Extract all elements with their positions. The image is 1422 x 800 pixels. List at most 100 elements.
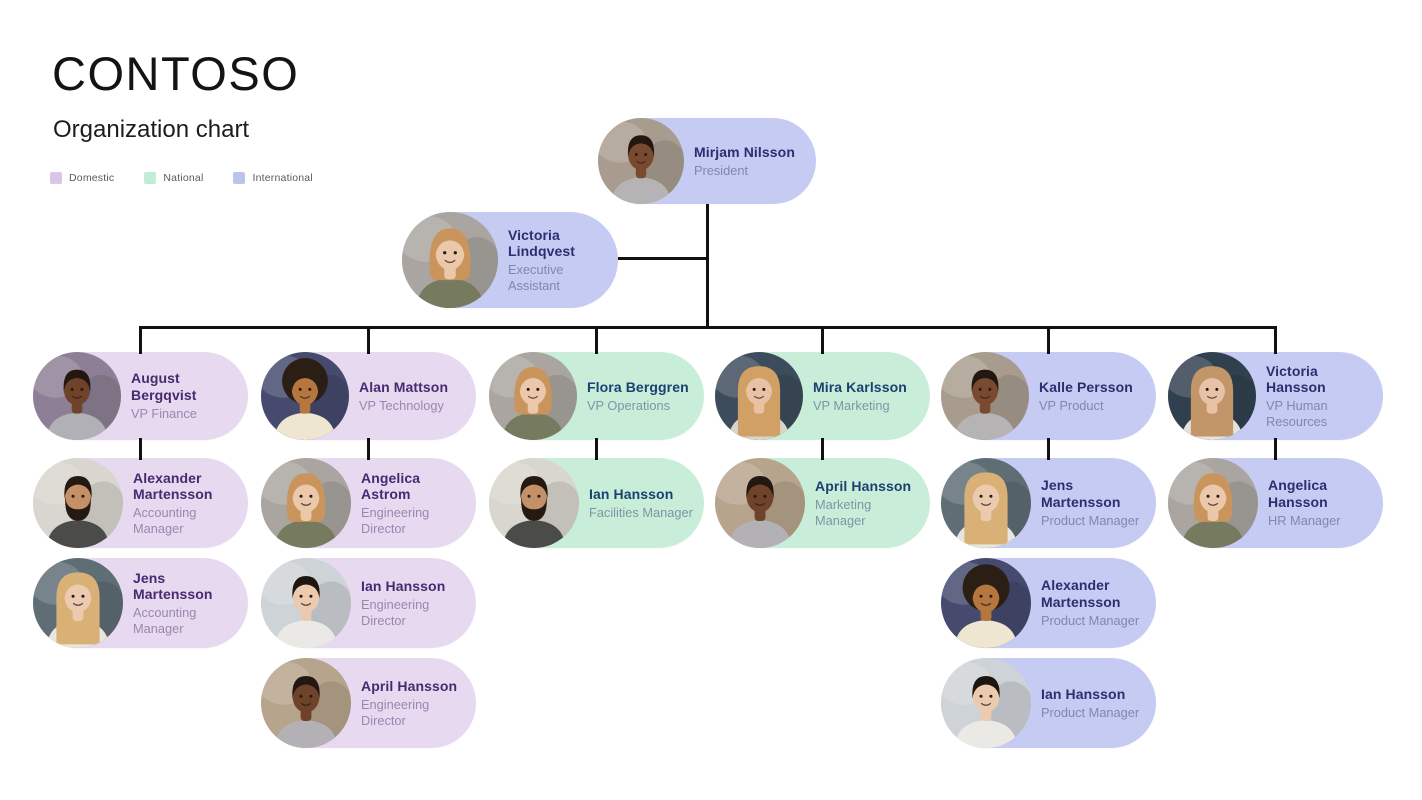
person-photo [941,658,1031,748]
person-title: President [694,162,749,178]
connector-line [821,438,824,460]
person-title: Facilities Manager [589,504,693,520]
person-photo [261,458,351,548]
person-title: Product Manager [1041,512,1140,528]
person-title: VP Marketing [813,397,890,413]
person-photo [33,352,121,440]
legend-label: International [252,172,313,184]
connector-line [1274,438,1277,460]
person-photo [941,352,1029,440]
brand-title: CONTOSO [52,47,300,100]
person-photo [33,458,123,548]
legend-chip-national [144,172,157,184]
person-name: Alexander Martensson [133,469,213,502]
person-name: Alexander Martensson [1041,577,1121,610]
person-photo [33,558,123,648]
connector-line [618,257,707,260]
person-photo [715,458,805,548]
person-photo [1168,352,1256,440]
person-title: Executive Assistant [508,262,564,293]
person-photo [402,212,498,308]
legend-chip-domestic [50,172,62,184]
person-title: VP Operations [587,397,670,413]
connector-line [595,438,598,460]
person-title: Engineering Director [361,597,430,628]
person-title: Product Manager [1041,612,1140,628]
person-title: VP Human Resources [1266,398,1328,429]
person-title: Marketing Manager [815,497,872,528]
person-name: Jens Martensson [1041,477,1121,510]
org-card[interactable]: Mira Karlsson VP Marketing [715,352,930,440]
person-name: Mira Karlsson [813,378,907,395]
person-photo [489,458,579,548]
legend-chip-international [233,172,246,184]
legend-label: National [163,172,204,184]
person-name: Victoria Hansson [1266,362,1326,395]
connector-line [595,326,598,354]
person-name: Mirjam Nilsson [694,143,795,160]
person-title: Engineering Director [361,505,430,536]
person-photo [261,558,351,648]
person-name: Kalle Persson [1039,378,1133,395]
person-name: August Bergqvist [131,370,197,403]
connector-line [1274,326,1277,354]
person-name: Jens Martensson [133,569,213,602]
legend-item-international: International [233,172,313,184]
chart-subtitle: Organization chart [53,116,250,143]
person-photo [489,352,577,440]
connector-line [1047,438,1050,460]
person-photo [941,458,1031,548]
connector-line [139,326,142,354]
person-name: Angelica Astrom [361,469,421,502]
org-card[interactable]: Angelica Hansson HR Manager [1168,458,1383,548]
person-title: VP Technology [359,397,444,413]
person-name: Angelica Hansson [1268,477,1328,510]
person-photo [1168,458,1258,548]
org-card[interactable]: Alan Mattson VP Technology [261,352,476,440]
connector-line [821,326,824,354]
connector-line [705,204,709,329]
person-photo [261,658,351,748]
connector-line [1047,326,1050,354]
person-photo [941,558,1031,648]
person-name: Alan Mattson [359,378,449,395]
person-photo [715,352,803,440]
person-title: HR Manager [1268,512,1341,528]
org-card[interactable]: Flora Berggren VP Operations [489,352,704,440]
person-title: Accounting Manager [133,505,197,536]
connector-line [367,326,370,354]
person-name: Ian Hansson [361,577,446,594]
person-name: Flora Berggren [587,378,689,395]
person-name: Ian Hansson [589,485,674,502]
connector-line [139,438,142,460]
person-photo [598,118,684,204]
legend-item-national: National [144,172,203,184]
person-title: Accounting Manager [133,605,197,636]
person-name: Ian Hansson [1041,685,1126,702]
person-name: April Hansson [361,677,458,694]
person-photo [261,352,349,440]
person-name: April Hansson [815,477,912,494]
connector-line [367,438,370,460]
person-name: Victoria Lindqvest [508,226,576,259]
person-title: Product Manager [1041,704,1140,720]
legend-item-domestic: Domestic [50,172,114,184]
legend-label: Domestic [69,172,115,184]
connector-line [139,326,1277,329]
